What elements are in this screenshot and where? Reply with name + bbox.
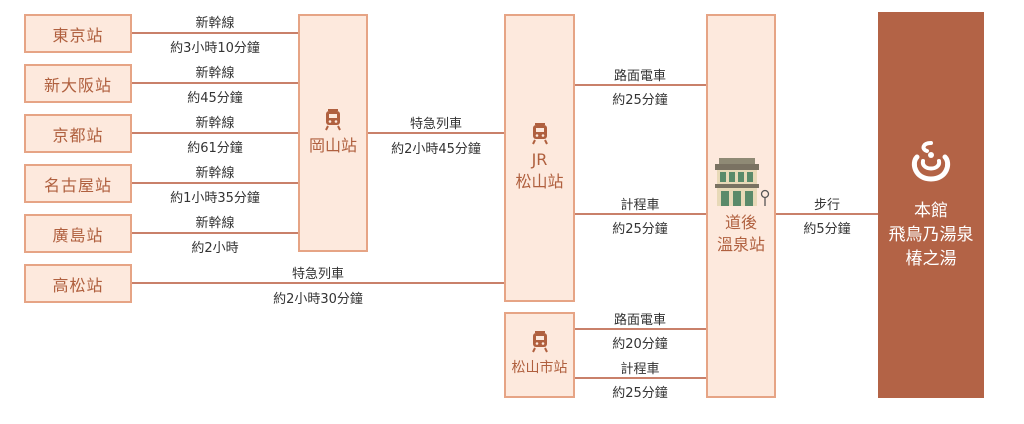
route-mode-label: 新幹線 [195, 16, 235, 31]
route-mode-label: 新幹線 [195, 66, 235, 81]
line-tokyo-okayama [132, 32, 298, 34]
onsen-logo-icon [911, 141, 951, 182]
train-icon [325, 109, 341, 131]
origin-kyoto-station: 京都站 [24, 114, 132, 153]
line-takamatsu-jr [132, 282, 504, 284]
origin-name: 名古屋站 [43, 175, 112, 195]
matsuyamashi-station: 松山市站 [504, 312, 575, 398]
line-dogo-destination [776, 213, 878, 215]
origin-name: 高松站 [52, 275, 104, 295]
origin-name: 東京站 [52, 25, 104, 45]
dogo-line2: 溫泉站 [716, 235, 765, 254]
route-time-label: 約2小時 [191, 241, 239, 256]
route-mode-label: 計程車 [620, 198, 660, 213]
route-time-label: 約2小時30分鐘 [273, 292, 363, 307]
origin-shinosaka-station: 新大阪站 [24, 64, 132, 103]
route-mode-label: 路面電車 [613, 313, 667, 328]
jr-matsuyama-station: JR 松山站 [504, 14, 575, 302]
destination-line2: 飛鳥乃湯泉 [888, 225, 974, 245]
route-time-label: 約20分鐘 [612, 337, 668, 352]
origin-nagoya-station: 名古屋站 [24, 164, 132, 203]
okayama-station: 岡山站 [298, 14, 368, 252]
line-shinosaka-okayama [132, 82, 298, 84]
route-mode-label: 特急列車 [291, 267, 345, 282]
origin-name: 廣島站 [52, 225, 104, 245]
route-time-label: 約45分鐘 [187, 91, 243, 106]
okayama-station-name: 岡山站 [308, 136, 357, 155]
dogo-line1: 道後 [724, 213, 757, 232]
route-mode-label: 新幹線 [195, 166, 235, 181]
destination-dogo-onsen: 本館 飛鳥乃湯泉 椿之湯 [878, 12, 984, 398]
destination-line3: 椿之湯 [905, 249, 957, 269]
line-nagoya-okayama [132, 182, 298, 184]
train-icon [531, 123, 548, 145]
line-shi-dogo-taxi [575, 377, 706, 379]
route-time-label: 約61分鐘 [187, 141, 243, 156]
route-time-label: 約3小時10分鐘 [170, 41, 260, 56]
jr-matsuyama-line1: JR [531, 150, 548, 169]
destination-line1: 本館 [914, 201, 948, 221]
route-mode-label: 新幹線 [195, 216, 235, 231]
origin-hiroshima-station: 廣島站 [24, 214, 132, 253]
route-time-label: 約5分鐘 [803, 222, 851, 237]
train-icon [531, 331, 548, 353]
route-time-label: 約1小時35分鐘 [170, 191, 260, 206]
route-mode-label: 特急列車 [409, 117, 463, 132]
line-okayama-jr [368, 132, 504, 134]
origin-name: 新大阪站 [43, 75, 112, 95]
route-mode-label: 路面電車 [613, 69, 667, 84]
route-time-label: 約25分鐘 [612, 93, 668, 108]
matsuyamashi-station-name: 松山市站 [511, 360, 568, 376]
origin-tokyo-station: 東京站 [24, 14, 132, 53]
route-time-label: 約25分鐘 [612, 386, 668, 401]
route-mode-label: 計程車 [620, 362, 660, 377]
jr-matsuyama-line2: 松山站 [515, 172, 564, 191]
route-time-label: 約25分鐘 [612, 222, 668, 237]
line-jr-dogo-taxi [575, 213, 706, 215]
route-time-label: 約2小時45分鐘 [391, 142, 481, 157]
line-kyoto-okayama [132, 132, 298, 134]
route-mode-label: 新幹線 [195, 116, 235, 131]
line-jr-dogo-tram [575, 84, 706, 86]
origin-takamatsu-station: 高松站 [24, 264, 132, 303]
dogo-onsen-station: 道後 溫泉站 [706, 14, 776, 398]
line-shi-dogo-tram [575, 328, 706, 330]
origin-name: 京都站 [52, 125, 104, 145]
line-hiroshima-okayama [132, 232, 298, 234]
route-mode-label: 步行 [813, 198, 841, 213]
station-building-icon [715, 158, 770, 206]
